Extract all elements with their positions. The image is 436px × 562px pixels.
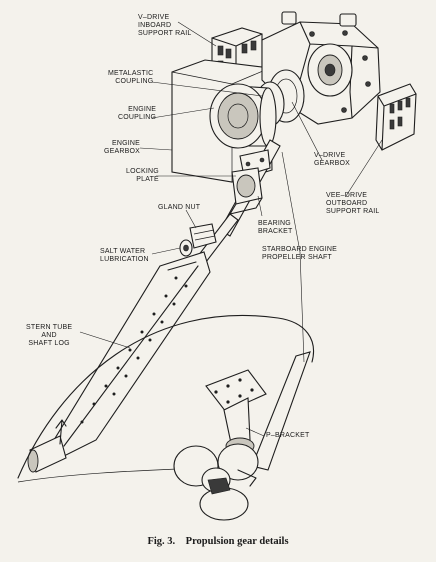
label-engine-coupling: ENGINE COUPLING <box>118 106 157 121</box>
outboard-support-rail <box>375 83 417 151</box>
label-metalastic-coupling: METALASTIC COUPLING <box>108 70 154 85</box>
bearing-bracket <box>229 167 263 215</box>
label-starboard-engine-propeller-shaft: STARBOARD ENGINE PROPELLER SHAFT <box>262 246 338 261</box>
stern-tube <box>27 251 211 473</box>
p-bracket <box>205 369 267 455</box>
label-vee-drive-outboard-support-rail: VEE–DRIVE OUTBOARD SUPPORT RAIL <box>326 192 380 215</box>
label-v-drive-gearbox: V–DRIVE GEARBOX <box>314 152 351 167</box>
salt-water-lubrication <box>179 239 193 257</box>
hull-lower-line <box>17 467 201 483</box>
leader-lines <box>79 21 383 437</box>
label-engine-gearbox: ENGINE GEARBOX <box>104 140 141 155</box>
label-locking-plate: LOCKING PLATE <box>126 168 159 183</box>
figure-caption: Fig. 3. Propulsion gear details <box>147 536 289 547</box>
label-p-bracket: P–BRACKET <box>266 432 310 439</box>
gland-nut <box>189 223 217 249</box>
label-bearing-bracket: BEARING BRACKET <box>258 220 293 235</box>
label-v-drive-inboard-support-rail: V–DRIVE INBOARD SUPPORT RAIL <box>138 14 192 37</box>
shaft-aft-section <box>251 351 311 471</box>
label-salt-water-lubrication: SALT WATER LUBRICATION <box>100 248 149 263</box>
hull-line <box>17 314 314 479</box>
propeller <box>173 443 259 521</box>
engine-coupling <box>209 83 277 149</box>
label-gland-nut: GLAND NUT <box>158 204 201 211</box>
label-stern-tube-and-shaft-log: STERN TUBE AND SHAFT LOG <box>26 324 73 347</box>
